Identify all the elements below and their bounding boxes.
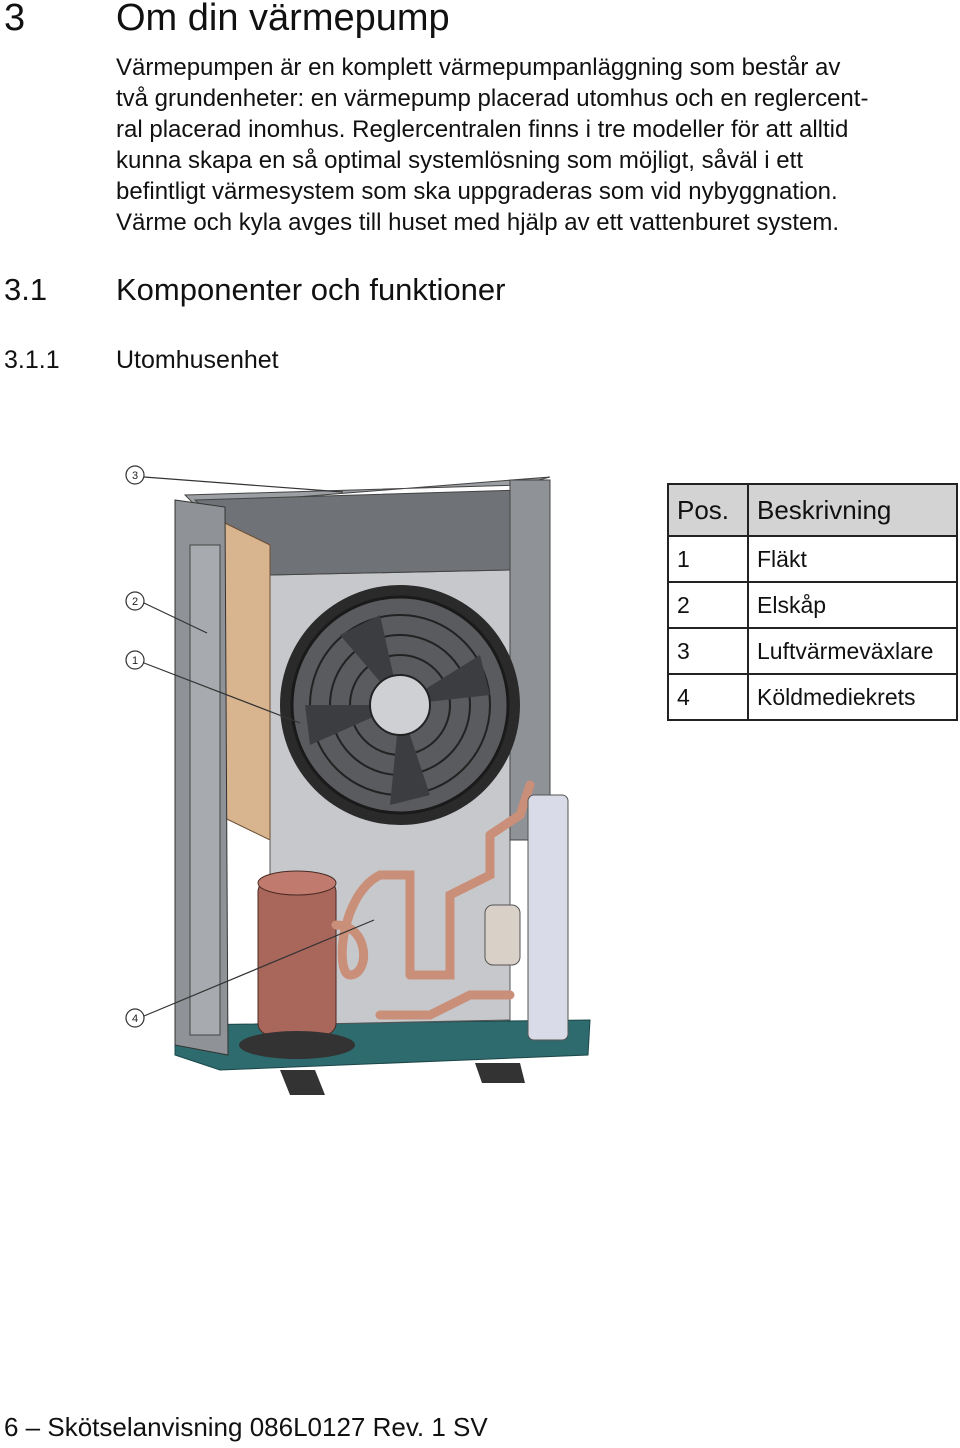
table-cell: 4 [667,673,749,721]
intro-line: två grundenheter: en värmepump placerad … [116,85,869,112]
intro-line: befintligt värmesystem som ska uppgrader… [116,178,838,205]
electrical-box [189,544,221,1036]
table-row: 3 Luftvärmeväxlare [667,627,958,675]
foot [475,1063,525,1083]
section-title: Komponenter och funktioner [116,272,506,307]
receiver [484,904,521,966]
leader-lines [143,476,375,1017]
table-cell: Luftvärmeväxlare [747,627,958,675]
foot [280,1070,325,1095]
plate-heat-exchanger [527,794,569,1041]
section-number: 3.1 [4,272,48,307]
page-footer: 6 – Skötselanvisning 086L0127 Rev. 1 SV [4,1412,488,1442]
intro-line: Värme och kyla avges till huset med hjäl… [116,209,840,236]
intro-paragraph: Värmepumpen är en komplett värmepumpanlä… [116,52,956,238]
outdoor-unit-illustration: 3 2 1 4 [125,465,591,1095]
section-heading: 3.1 Komponenter och funktioner [0,270,960,310]
callout-label: 3 [132,470,138,482]
callout-label: 4 [132,1013,138,1025]
chapter-title: Om din värmepump [116,0,450,39]
table-row: 4 Köldmediekrets [667,673,958,721]
table-header-row: Pos. Beskrivning [667,483,958,537]
table-row: 1 Fläkt [667,535,958,583]
callout-1 [125,650,145,670]
chapter-heading: 3 Om din värmepump [0,0,960,40]
callout-circles [125,465,145,1028]
chapter-number: 3 [4,0,26,39]
callout-4 [125,1008,145,1028]
subsection-heading: 3.1.1 Utomhusenhet [0,343,960,377]
column-header: Beskrivning [747,483,958,537]
callout-2 [125,591,145,611]
callout-label: 1 [132,655,138,667]
compressor [239,870,355,1059]
intro-line: kunna skapa en så optimal systemlösning … [116,147,803,174]
position-table: Pos. Beskrivning 1 Fläkt 2 Elskåp 3 Luft… [667,483,958,721]
table-cell: Köldmediekrets [747,673,958,721]
table-row: 2 Elskåp [667,581,958,629]
refrigerant-pipes [331,780,535,1020]
table-cell: 3 [667,627,749,675]
table-cell: Fläkt [747,535,958,583]
callout-label: 2 [132,596,138,608]
callout-3 [125,465,145,485]
table-cell: Elskåp [747,581,958,629]
intro-line: ral placerad inomhus. Reglercentralen fi… [116,116,849,143]
subsection-number: 3.1.1 [4,346,60,374]
fan [280,585,520,825]
table-cell: 2 [667,581,749,629]
column-header: Pos. [667,483,749,537]
intro-line: Värmepumpen är en komplett värmepumpanlä… [116,54,841,81]
subsection-title: Utomhusenhet [116,346,279,374]
table-cell: 1 [667,535,749,583]
